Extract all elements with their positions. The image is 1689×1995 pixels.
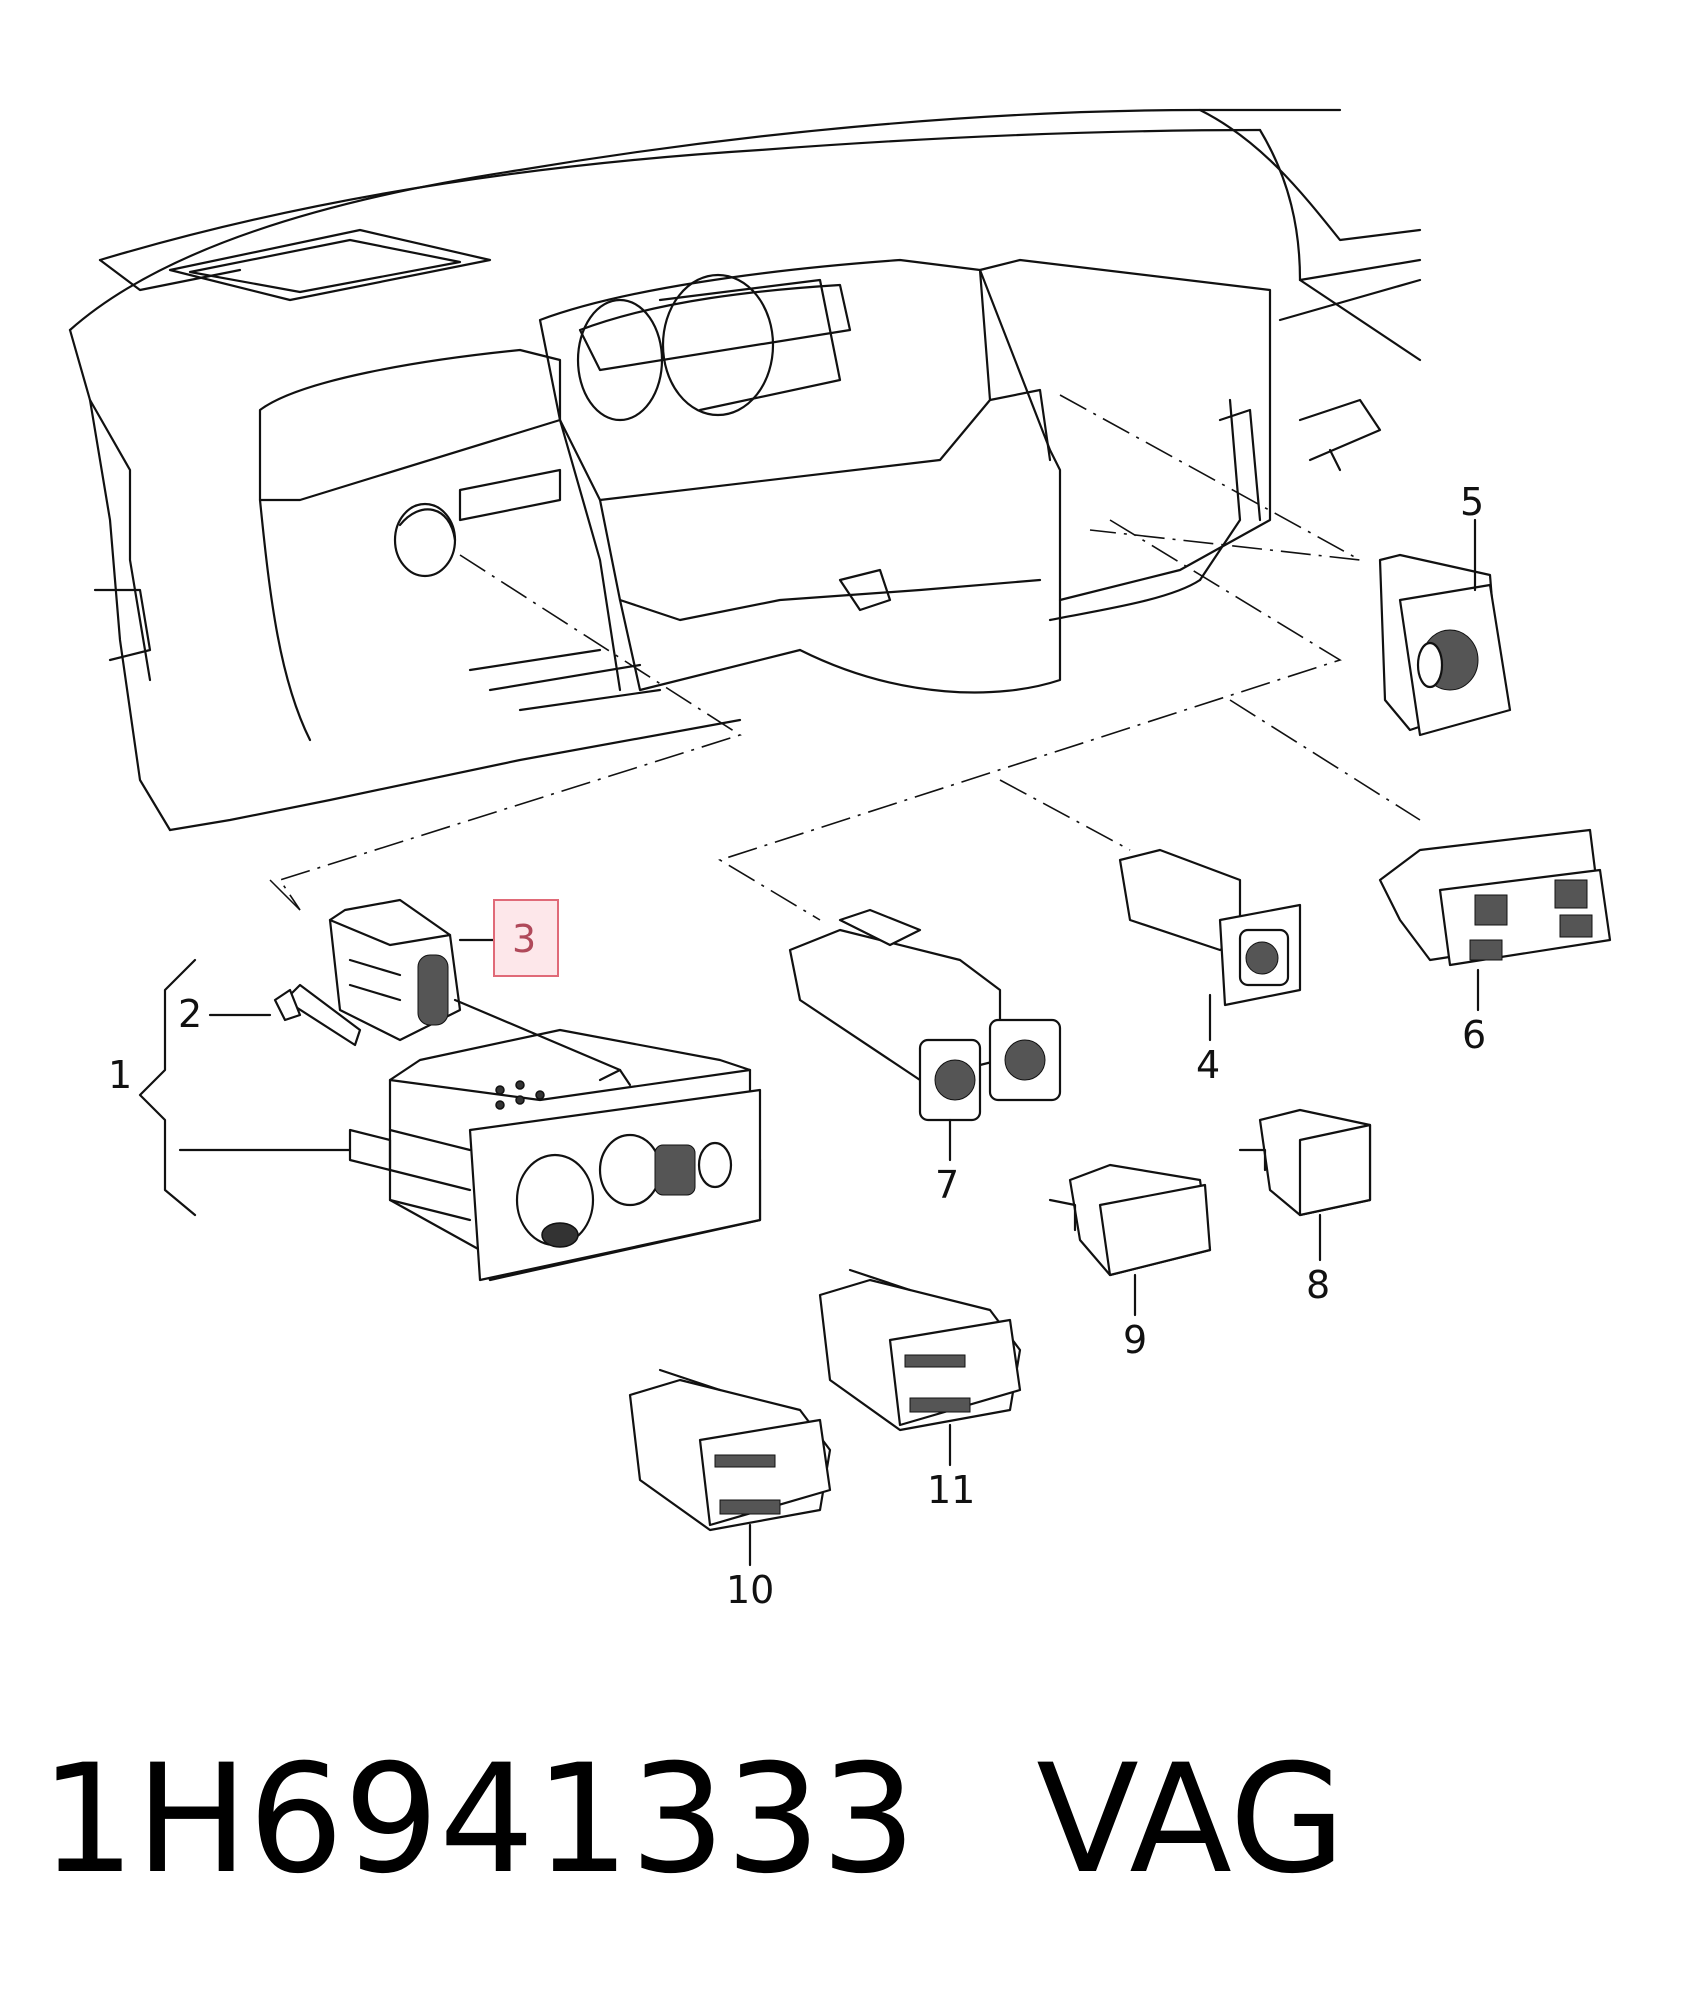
callout-9: 9	[1123, 1318, 1147, 1362]
callout-11: 11	[927, 1468, 975, 1512]
callout-7: 7	[935, 1163, 959, 1207]
callout-3: 3	[512, 917, 536, 961]
part-10-switch	[628, 1368, 832, 1567]
manufacturer-name: VAG	[1036, 1733, 1346, 1907]
part-4-switch	[1118, 848, 1302, 1042]
callout-3-highlight: 3	[493, 899, 559, 977]
dashboard-illustration	[68, 108, 1422, 832]
part-7-switch-pair	[788, 908, 1062, 1162]
part-3-switch-module	[328, 898, 622, 1072]
part-number: 1H6941333	[40, 1733, 917, 1907]
callout-5: 5	[1460, 480, 1484, 524]
part-1-light-switch-housing	[348, 1028, 762, 1282]
callout-1: 1	[108, 1053, 132, 1097]
assembly-leader-lines	[269, 394, 1421, 921]
callout-4: 4	[1196, 1043, 1220, 1087]
callout-2: 2	[178, 992, 202, 1036]
part-9-blank-cover	[1048, 1163, 1212, 1317]
part-1-bracket	[138, 958, 352, 1217]
highlight-box	[493, 899, 559, 977]
exploded-parts-diagram: 1 2 3 4 5 6 7 8 9 10 11	[68, 108, 1612, 1612]
callout-labels: 1 2 3 4 5 6 7 8 9 10 11	[108, 480, 1486, 1612]
callout-8: 8	[1306, 1263, 1330, 1307]
callout-10: 10	[726, 1568, 774, 1612]
part-2-pin	[208, 983, 362, 1047]
part-8-blank-cover	[1238, 1108, 1372, 1262]
part-6-switch-panel	[1378, 828, 1612, 1012]
callout-6: 6	[1462, 1013, 1486, 1057]
part-5-switch	[1378, 518, 1512, 737]
part-11-switch	[818, 1268, 1022, 1467]
